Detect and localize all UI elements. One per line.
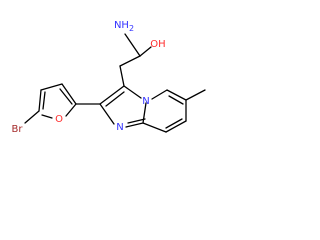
bond-f3-f4 [40,83,63,91]
bond-f5-o [41,114,53,119]
atom-labels: NH2 OH N N O Br [12,20,166,135]
bond-c-oh [139,46,152,57]
bond-n1-c2 [99,103,115,125]
bond-c7-c8 [165,120,187,133]
bond-f5-br [24,110,40,124]
atom-label-ring-n-bridgehead: N [142,96,149,107]
bond-c8a-n1-double [127,118,146,124]
bond-f2-f3 [61,83,77,105]
bond-f4-f5-double [42,91,46,110]
chemical-structure-diagram: NH2 OH N N O Br [12,20,206,135]
bond-f4-f5 [38,89,42,112]
bond-c5-c6 [166,89,187,101]
bond-c5-c6-double [168,95,184,105]
atom-label-nh2: NH2 [114,20,134,33]
atom-label-oh: OH [150,39,165,50]
bond-c8a-n1 [125,122,144,128]
bond-c-ch2 [119,55,141,67]
molecule-canvas: NH2 OH N N O Br [0,0,234,149]
bond-c3-n4 [123,85,142,99]
bond-ch2-c3 [119,65,125,87]
atom-label-furan-o: O [55,114,63,125]
bond-nh2-c [124,33,141,57]
atom-label-br: Br [12,124,24,135]
bond-o-f2 [65,103,77,117]
bond-c2-c3 [99,85,125,105]
bond-c6-methyl [185,89,206,101]
bond-c8-c8a [142,122,167,133]
bond-c7-c8-double [165,118,183,129]
bond-f2-f3-double [59,88,73,105]
bond-n4-c5 [151,89,168,100]
bond-c2-c3-double [105,91,125,107]
atom-label-ring-n-imidazole: N [116,122,123,133]
bond-lines [24,33,206,133]
